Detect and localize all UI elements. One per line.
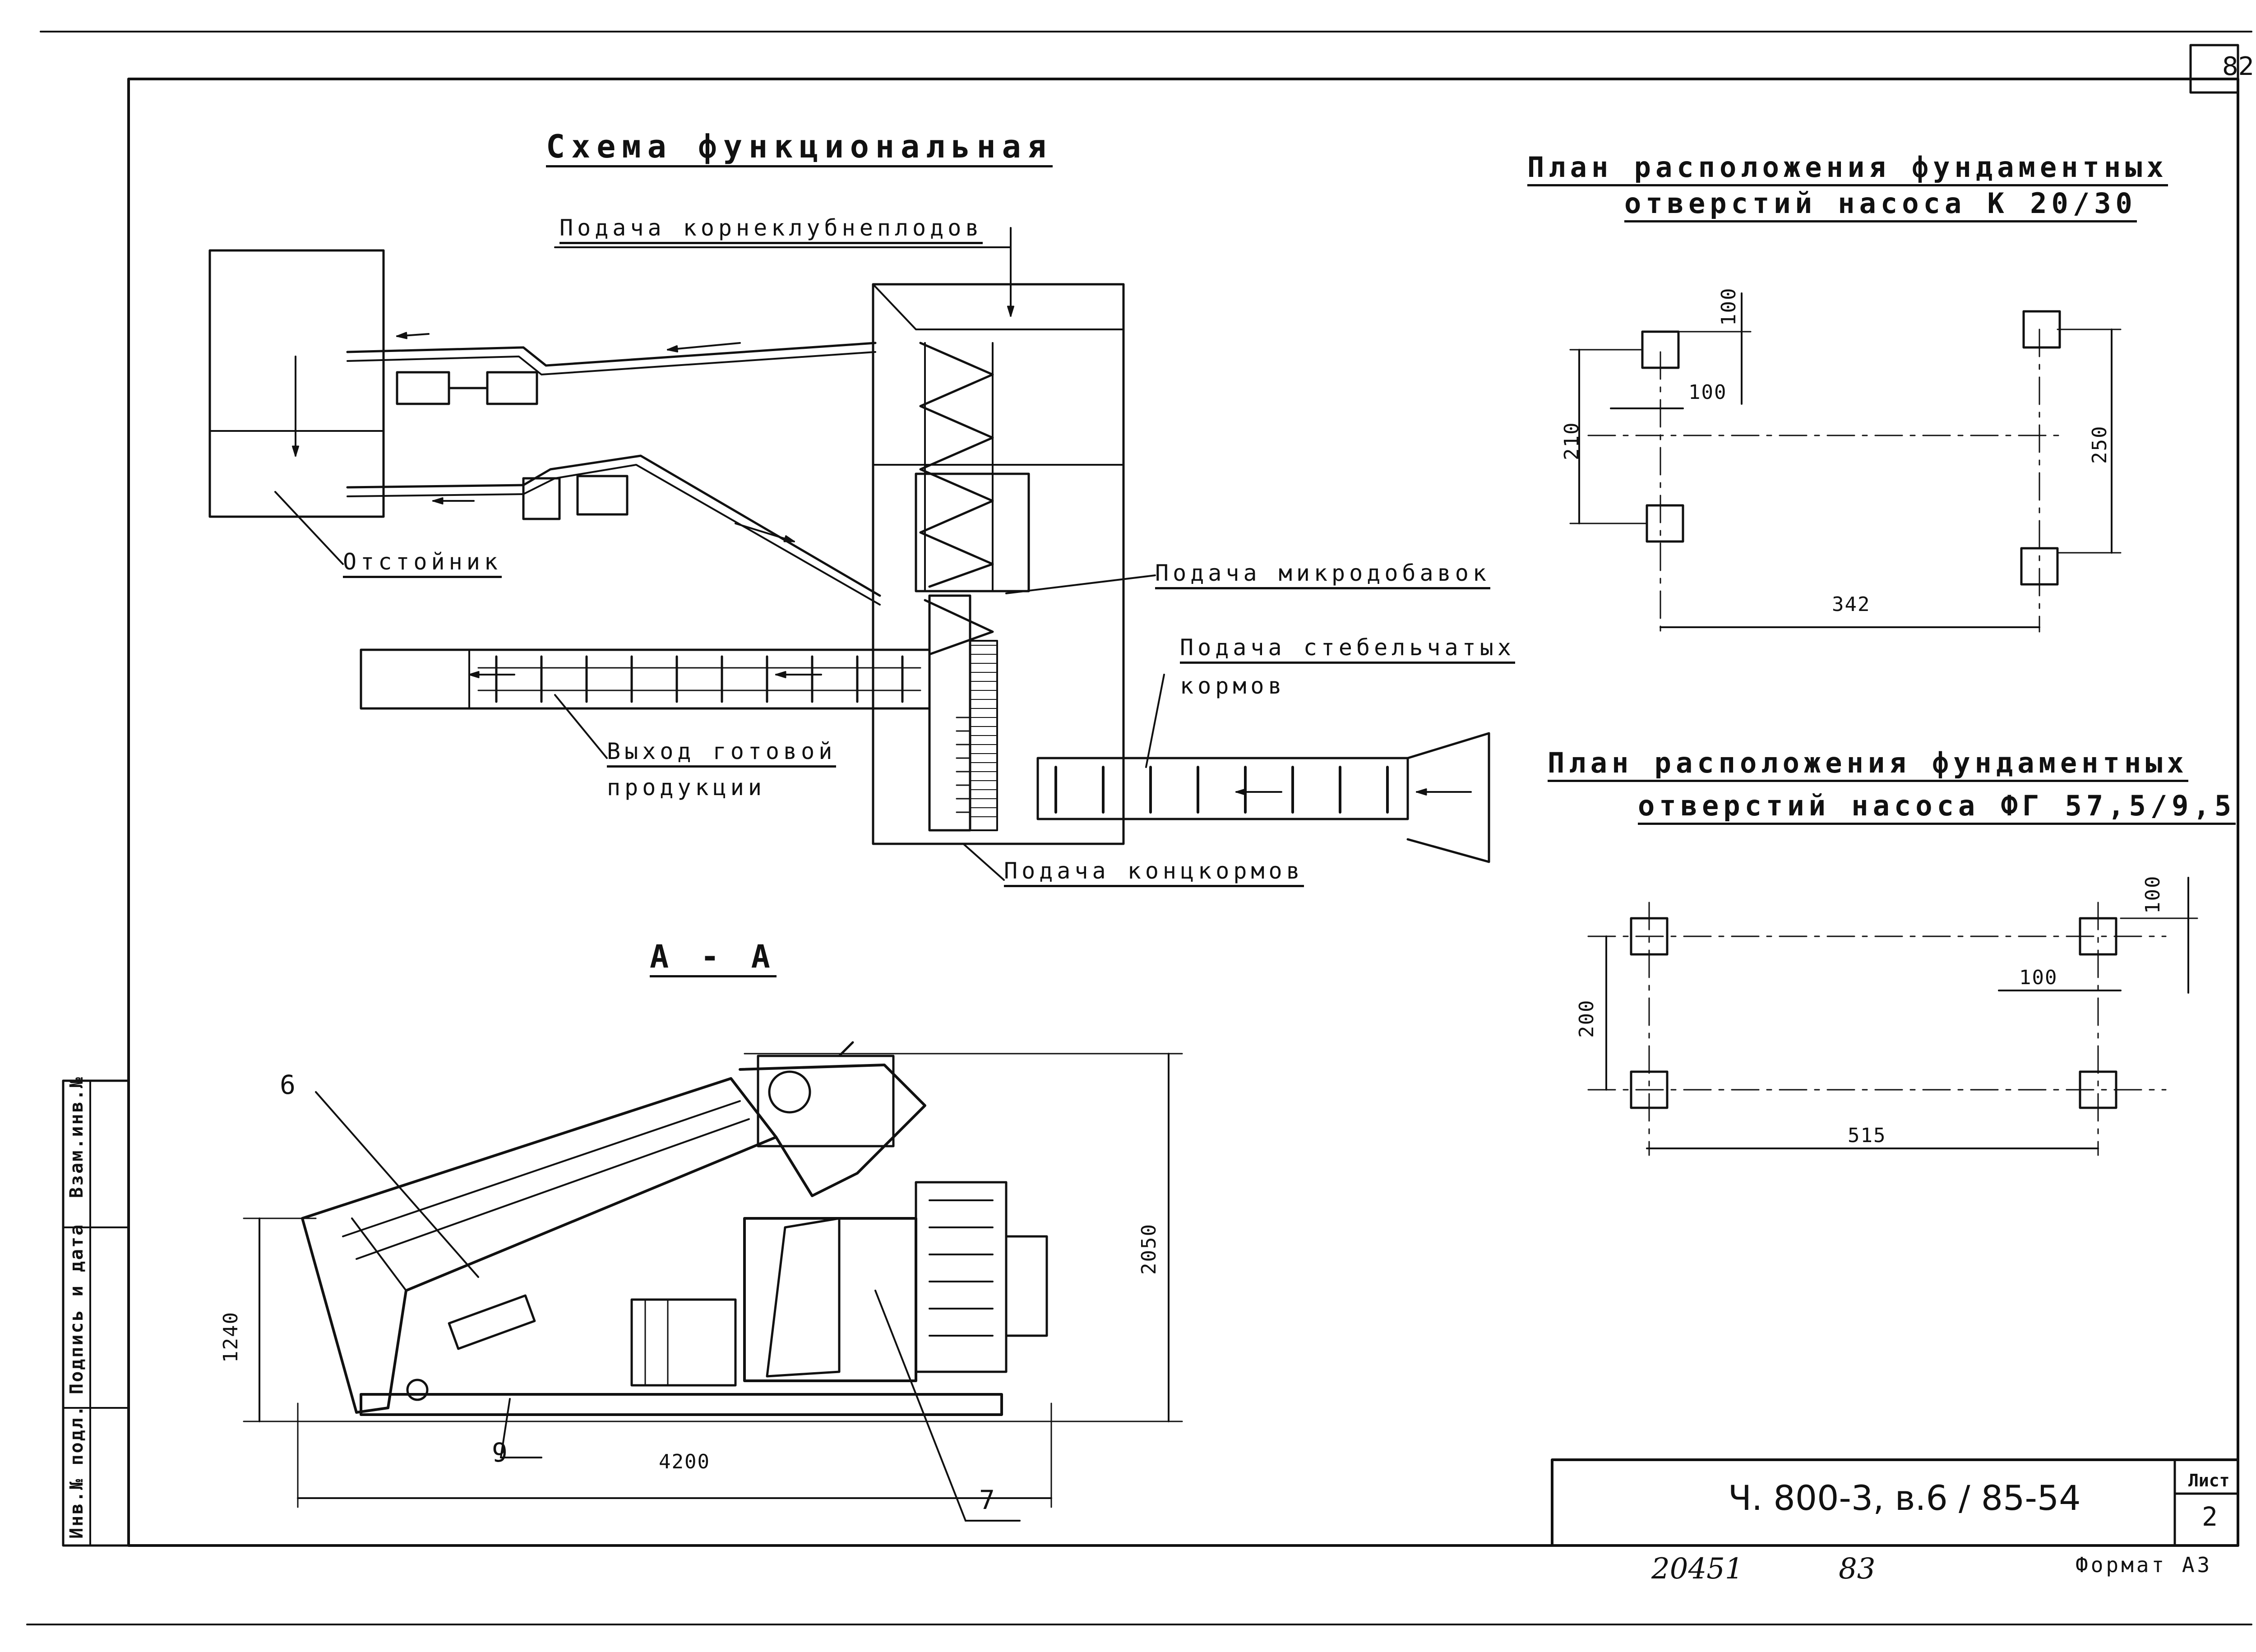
drive-box xyxy=(757,1055,895,1148)
micro-supply-label: Подача микродобавок xyxy=(1155,562,1490,589)
hopper-roller xyxy=(406,1379,429,1401)
callout-9: 9 xyxy=(492,1437,508,1468)
return-pipe-upper-2 xyxy=(347,351,876,375)
plan1-dim-offset: 100 xyxy=(1688,381,1727,404)
sheet-label: Лист xyxy=(2188,1471,2230,1490)
callout-6-leader xyxy=(315,1091,479,1278)
plan1-title-line2: отверстий насоса К 20/30 xyxy=(1624,190,2137,222)
settler-leader xyxy=(274,491,344,565)
plan2-title-line1: План расположения фундаментных xyxy=(1548,749,2188,782)
hopper-edge xyxy=(351,1217,407,1291)
plan1-dim-hole: 100 xyxy=(1717,287,1740,326)
stamp-inv-podl: Инв.№ подл. xyxy=(66,1404,87,1539)
supply-pipe-lower xyxy=(346,454,881,597)
conc-supply-label: Подача концкормов xyxy=(1004,860,1304,887)
return-pipe-upper xyxy=(346,342,877,367)
pump-lower xyxy=(522,477,561,520)
auger-housing xyxy=(915,472,1030,592)
callout-7: 7 xyxy=(979,1485,995,1515)
output-flow-arrow-head xyxy=(468,671,480,678)
plan1-dim-right-span: 250 xyxy=(2088,425,2111,464)
title-block xyxy=(1551,1458,2239,1547)
stem-leader xyxy=(1145,674,1165,768)
settler-outlet-arrow-head xyxy=(432,497,444,504)
settler-flow-arrow-head xyxy=(291,445,300,457)
callout-9-leader xyxy=(500,1398,511,1458)
sheet-number-box xyxy=(2189,44,2239,94)
document-code: Ч. 800-3, в.6 / 85-54 xyxy=(1728,1478,2081,1518)
footer-number: 20451 xyxy=(1651,1552,1743,1586)
lower-auger xyxy=(924,599,994,656)
stamp-vzam-inv: Взам.инв.№ xyxy=(66,1076,87,1198)
sheet-value: 2 xyxy=(2202,1501,2218,1532)
stem-hopper xyxy=(1406,732,1490,863)
section-hopper xyxy=(301,1077,777,1414)
stem-flow-arrow-2-head xyxy=(1235,788,1247,796)
pump-upper xyxy=(486,371,538,405)
settler-inlet-arrow-head xyxy=(396,332,407,339)
electric-motor xyxy=(630,1298,737,1387)
plan2-dim-span: 200 xyxy=(1575,999,1598,1038)
supply-flow-arrow xyxy=(735,523,795,542)
plan1-dim-length: 342 xyxy=(1832,593,1871,616)
callout-6: 6 xyxy=(280,1069,296,1100)
plan2-dim-hole: 100 xyxy=(2141,875,2164,914)
footer-format: Формат А3 xyxy=(2076,1553,2213,1577)
section-dim-height-total: 2050 xyxy=(1137,1223,1160,1275)
output-flow-arrow-2-head xyxy=(775,671,786,678)
section-dim-height-hopper: 1240 xyxy=(219,1311,242,1363)
plan2-dim-offset: 100 xyxy=(2019,966,2058,989)
pump-fan xyxy=(766,1217,841,1378)
stem-supply-label-2: кормов xyxy=(1180,673,1286,699)
plan2-dim-length: 515 xyxy=(1848,1124,1886,1147)
plan1-hole-3 xyxy=(2022,310,2061,349)
screw-head xyxy=(739,1064,926,1197)
hopper-inner xyxy=(342,1100,741,1237)
pump-motor-upper xyxy=(396,371,450,405)
stem-flow-arrow-head xyxy=(1416,788,1427,796)
sheet-number: 82 xyxy=(2222,52,2255,81)
settler-label: Отстойник xyxy=(343,551,502,578)
stem-supply-label: Подача стебельчатых xyxy=(1180,636,1515,664)
side-stamp xyxy=(62,1079,130,1547)
micro-leader xyxy=(1005,574,1156,594)
stamp-podpis-data: Подпись и дата xyxy=(66,1223,87,1394)
hopper-inner-2 xyxy=(356,1118,750,1260)
plan1-dim-left-span: 210 xyxy=(1560,421,1583,460)
pump-motor-end xyxy=(1005,1235,1048,1337)
hopper-window xyxy=(448,1294,536,1350)
section-title: А - А xyxy=(650,941,777,977)
pump-casing xyxy=(915,1181,1008,1373)
return-flow-arrow xyxy=(667,342,741,351)
vertical-shaft xyxy=(928,594,971,832)
roots-feed-arrow-head xyxy=(1007,305,1014,317)
section-dim-width: 4200 xyxy=(659,1450,710,1473)
vertical-auger xyxy=(919,342,994,588)
supply-flow-arrow-head xyxy=(783,535,795,542)
roots-supply-label: Подача корнеклубнеплодов xyxy=(559,217,983,244)
output-conveyor xyxy=(360,648,931,710)
callout-7-leader xyxy=(874,1290,966,1522)
hopper-top xyxy=(872,283,1124,330)
plan1-hole-2 xyxy=(1646,504,1684,543)
base-frame xyxy=(360,1393,1003,1416)
footer-page: 83 xyxy=(1839,1552,1876,1586)
stem-conveyor xyxy=(1036,757,1409,820)
output-label-2: продукции xyxy=(607,774,766,801)
output-label: Выход готовой xyxy=(607,740,837,768)
output-leader xyxy=(554,694,608,759)
return-flow-arrow-head xyxy=(667,345,679,353)
plan2-title-line2: отверстий насоса ФГ 57,5/9,5 xyxy=(1638,792,2236,825)
drive-pulley xyxy=(768,1070,811,1114)
plan1-title-line1: План расположения фундаментных xyxy=(1527,153,2168,186)
schema-title: Схема функциональная xyxy=(546,131,1053,167)
conc-leader xyxy=(962,843,1005,881)
mixer-tower xyxy=(872,283,1125,845)
pump-motor-lower xyxy=(576,475,629,516)
settler-tank xyxy=(208,249,385,518)
